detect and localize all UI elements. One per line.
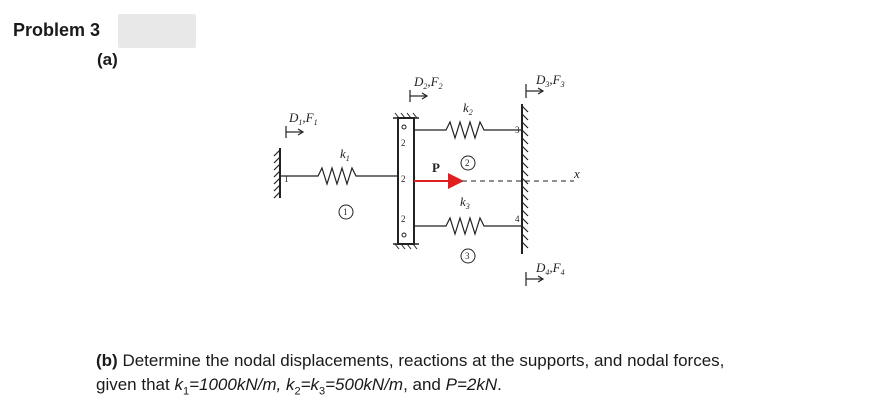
element-label-1: 1	[343, 207, 348, 217]
svg-text:D1,F1: D1,F1	[288, 110, 318, 127]
k3-label: k3	[460, 194, 470, 211]
node-label-2a: 2	[401, 138, 406, 148]
k2-label: k2	[463, 100, 473, 117]
spring-k1	[280, 165, 398, 187]
svg-text:D3,F3: D3,F3	[535, 72, 565, 89]
element-marker-1	[338, 204, 354, 220]
spring-k2	[414, 119, 522, 141]
part-a-label: (a)	[97, 50, 118, 69]
svg-text:D2,F2: D2,F2	[413, 74, 443, 91]
k1-label: k1	[340, 146, 350, 163]
rigid-bar	[393, 112, 419, 250]
problem-statement: (b) Determine the nodal displacements, r…	[96, 349, 866, 403]
left-wall	[273, 148, 281, 199]
element-marker-3	[460, 248, 476, 264]
node-label-3: 3	[515, 125, 520, 135]
node-label-2b: 2	[401, 174, 406, 184]
spring-k3	[414, 215, 522, 237]
df2-label: D2,F2	[409, 74, 443, 102]
redacted-block	[118, 14, 196, 48]
statement-line-2: given that k1=1000kN/m, k2=k3=500kN/m, a…	[96, 375, 502, 398]
svg-text:D4,F4: D4,F4	[535, 260, 565, 277]
df3-label: D3,F3	[525, 72, 565, 98]
right-wall	[521, 104, 529, 254]
node-label-1: 1	[284, 174, 289, 184]
element-label-3: 3	[465, 251, 470, 261]
problem-title: Problem 3	[13, 20, 101, 40]
load-label: P	[432, 160, 440, 175]
x-axis-label: x	[573, 166, 580, 181]
element-marker-2	[460, 155, 476, 171]
element-label-2: 2	[465, 158, 470, 168]
spring-system-diagram: 1 D1,F1 k1 1 2 2 2 D2,F2 P x	[273, 72, 580, 286]
node-label-2c: 2	[401, 214, 406, 224]
statement-line-1: (b) Determine the nodal displacements, r…	[96, 351, 725, 370]
df1-label: D1,F1	[285, 110, 318, 138]
df4-label: D4,F4	[525, 260, 565, 286]
node-label-4: 4	[515, 214, 520, 224]
